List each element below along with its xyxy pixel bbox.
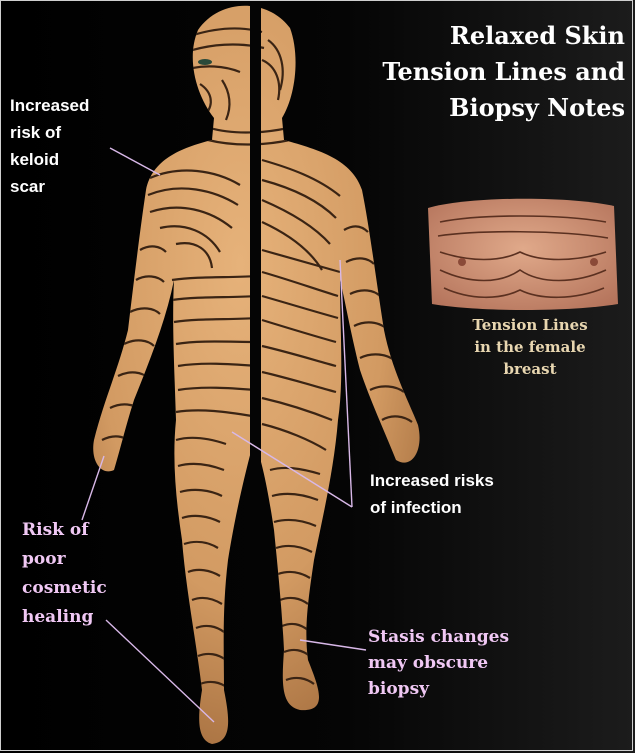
- diagram-title: Relaxed Skin Tension Lines and Biopsy No…: [330, 18, 625, 126]
- eye-icon: [198, 59, 212, 65]
- keloid-risk-label: Increased risk of keloid scar: [10, 92, 89, 200]
- breast-inset: [428, 199, 618, 310]
- nipple-icon: [590, 258, 598, 266]
- view-divider: [250, 0, 261, 480]
- poor-healing-label: Risk of poor cosmetic healing: [22, 516, 107, 632]
- breast-inset-caption: Tension Lines in the female breast: [440, 314, 620, 380]
- nipple-icon: [458, 258, 466, 266]
- infection-risk-label: Increased risks of infection: [370, 467, 494, 521]
- stasis-changes-label: Stasis changes may obscure biopsy: [368, 624, 509, 702]
